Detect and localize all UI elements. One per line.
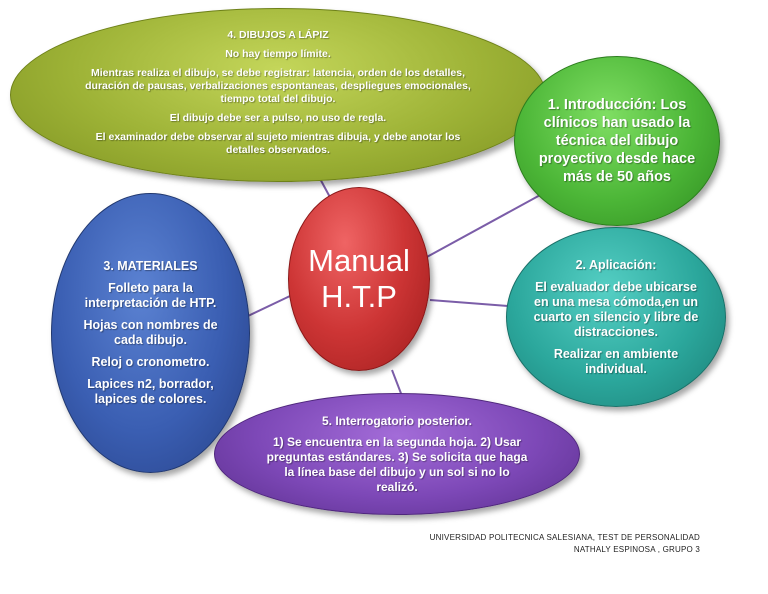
node-dibujos-a-lapiz: 4. DIBUJOS A LÁPIZ No hay tiempo límite.… — [10, 8, 546, 182]
node-dibujos-item: No hay tiempo límite. — [225, 48, 331, 60]
node-materiales-item: Hojas con nombres de cada dibujo. — [83, 318, 218, 347]
node-materiales: 3. MATERIALES Folleto para la interpreta… — [51, 193, 250, 473]
footer-line-author: NATHALY ESPINOSA , GRUPO 3 — [573, 545, 700, 554]
node-dibujos-title: 4. DIBUJOS A LÁPIZ — [227, 29, 329, 41]
node-dibujos-item: El dibujo debe ser a pulso, no uso de re… — [169, 112, 387, 124]
node-aplicacion-item: El evaluador debe ubicarse en una mesa c… — [533, 279, 699, 339]
connector-center-interrogatorio — [391, 369, 403, 397]
node-aplicacion-title: 2. Aplicación: — [575, 257, 657, 272]
connector-center-aplicacion — [429, 299, 509, 307]
node-dibujos-item: El examinador debe observar al sujeto mi… — [95, 131, 461, 156]
node-materiales-item: Reloj o cronometro. — [91, 355, 210, 369]
node-interrogatorio-item: 1) Se encuentra en la segunda hoja. 2) U… — [266, 434, 528, 494]
node-interrogatorio-posterior: 5. Interrogatorio posterior. 1) Se encue… — [214, 393, 580, 515]
connector-center-intro — [424, 187, 554, 259]
connector-center-materiales — [247, 295, 291, 317]
node-intro-text: 1. Introducción: Los clínicos han usado … — [538, 97, 696, 185]
center-title-line1: Manual — [308, 243, 410, 278]
footer-line-university: UNIVERSIDAD POLITECNICA SALESIANA, TEST … — [429, 533, 700, 542]
node-introduccion: 1. Introducción: Los clínicos han usado … — [514, 56, 720, 226]
node-dibujos-item: Mientras realiza el dibujo, se debe regi… — [85, 67, 471, 105]
node-materiales-item: Folleto para la interpretación de HTP. — [84, 281, 217, 310]
node-materiales-item: Lapices n2, borrador, lapices de colores… — [87, 377, 214, 406]
footer-credits: UNIVERSIDAD POLITECNICA SALESIANA, TEST … — [430, 532, 700, 556]
node-aplicacion-item: Realizar en ambiente individual. — [553, 346, 679, 376]
node-aplicacion: 2. Aplicación: El evaluador debe ubicars… — [506, 227, 726, 407]
node-center-manual-htp: Manual H.T.P — [288, 187, 430, 371]
center-title-line2: H.T.P — [321, 279, 397, 314]
node-interrogatorio-title: 5. Interrogatorio posterior. — [321, 413, 473, 428]
node-materiales-title: 3. MATERIALES — [103, 259, 198, 273]
